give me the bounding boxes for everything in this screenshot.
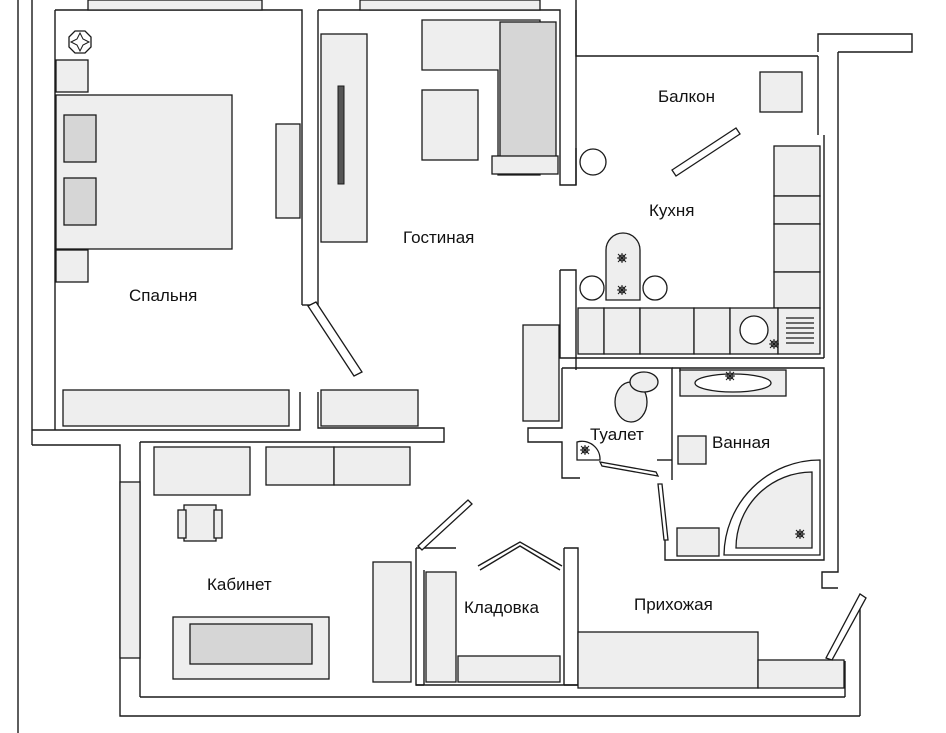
plant — [579, 148, 607, 176]
octagon-star-icon — [68, 30, 92, 54]
bookcase — [119, 481, 141, 659]
entrance-door — [825, 593, 867, 661]
nightstand — [55, 59, 89, 93]
toilet-furniture — [576, 371, 660, 477]
sofa-seat — [499, 21, 557, 173]
dining-table — [605, 232, 641, 301]
chair — [642, 275, 668, 301]
star-burst-icon — [725, 371, 735, 381]
shelf — [333, 446, 411, 486]
label-balcony: Балкон — [658, 87, 715, 106]
sink — [739, 315, 769, 345]
washing-machine — [676, 527, 720, 557]
shelf — [265, 446, 335, 486]
wardrobe — [372, 561, 412, 683]
cabinet — [320, 389, 419, 427]
label-bedroom: Спальня — [129, 286, 197, 305]
room-labels: Спальня Гостиная Балкон Кухня Туалет Ван… — [129, 87, 770, 617]
tv — [337, 85, 345, 185]
balcony-door — [671, 127, 741, 177]
shelf — [522, 324, 560, 422]
cabinet — [677, 435, 707, 465]
office-chair — [183, 504, 217, 542]
balcony-box — [759, 71, 803, 113]
wardrobe — [62, 389, 290, 427]
label-storage: Кладовка — [464, 598, 539, 617]
pillow — [63, 177, 97, 226]
storage-door — [477, 541, 563, 567]
storage-furniture — [425, 541, 563, 683]
walls — [17, 0, 913, 733]
chair — [579, 275, 605, 301]
label-living-room: Гостиная — [403, 228, 474, 247]
nightstand — [55, 249, 89, 283]
kitchen-furniture — [577, 71, 821, 355]
star-burst-icon — [769, 339, 779, 349]
bathroom-furniture — [657, 369, 821, 557]
label-toilet: Туалет — [590, 425, 644, 444]
armchair — [421, 89, 479, 161]
stove — [777, 307, 821, 355]
dresser — [275, 123, 301, 219]
bedroom-furniture — [55, 30, 363, 427]
living-room-furniture — [320, 19, 560, 427]
sofa-arm — [491, 155, 559, 175]
star-burst-icon — [580, 445, 590, 455]
counter — [773, 145, 821, 197]
star-burst-icon — [795, 529, 805, 539]
shelf — [425, 571, 457, 683]
office-furniture — [119, 446, 473, 683]
label-kitchen: Кухня — [649, 201, 695, 220]
corner-sink — [576, 440, 601, 461]
label-office: Кабинет — [207, 575, 272, 594]
label-bathroom: Ванная — [712, 433, 770, 452]
toilet-tank — [629, 371, 659, 393]
shelf — [457, 655, 561, 683]
desk — [153, 446, 251, 496]
star-burst-icon — [617, 285, 627, 295]
shoe-rack — [757, 659, 845, 689]
outlet-icons — [580, 253, 805, 539]
toilet-door — [598, 461, 660, 477]
label-hallway: Прихожая — [634, 595, 713, 614]
pillow — [63, 114, 97, 163]
bedroom-door — [307, 301, 363, 377]
bathroom-door — [657, 483, 669, 541]
star-burst-icon — [617, 253, 627, 263]
office-door — [417, 499, 473, 551]
hallway-furniture — [577, 593, 867, 689]
hallway-cabinet — [577, 631, 759, 689]
